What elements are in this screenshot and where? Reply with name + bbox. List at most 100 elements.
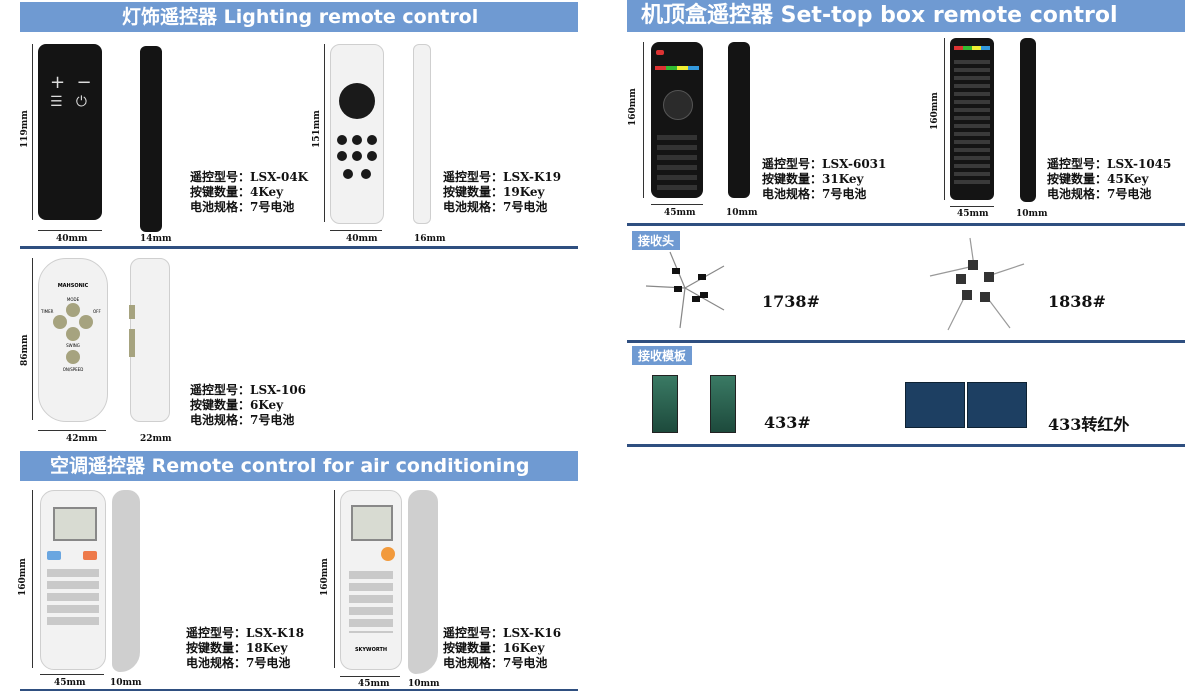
dimension-line [334, 490, 335, 668]
lsx-1045-keys: 按键数量：45Key [1047, 172, 1149, 186]
lsx-106-timer-label: TIMER [41, 309, 54, 314]
module-tag: 接收模板 [632, 346, 693, 365]
dimension-line [651, 204, 703, 205]
lsx-1045-width-label: 45mm [957, 209, 989, 219]
lsx-04k-specs: 遥控型号：LSX-04K 按键数量：4Key 电池规格：7号电池 [190, 170, 308, 215]
lsx-k16-specs: 遥控型号：LSX-K16 按键数量：16Key 电池规格：7号电池 [443, 626, 561, 671]
module-433-image [652, 375, 678, 433]
lsx-1045-depth-label: 10mm [1016, 209, 1048, 219]
lsx-k18-specs: 遥控型号：LSX-K18 按键数量：18Key 电池规格：7号电池 [186, 626, 304, 671]
lsx-04k-width-label: 40mm [56, 234, 88, 244]
lsx-1045-front-image [950, 38, 994, 200]
lsx-k19-battery: 电池规格：7号电池 [443, 200, 548, 214]
lsx-k18-width-label: 45mm [54, 678, 86, 688]
stb-section-banner: 机顶盒遥控器 Set-top box remote control [627, 0, 1185, 32]
lsx-106-swing-label: SWING [66, 343, 80, 348]
dimension-line [32, 258, 33, 420]
lsx-6031-width-label: 45mm [664, 208, 696, 218]
lsx-106-width-label: 42mm [66, 434, 98, 444]
lsx-k16-front-image: SKYWORTH [340, 490, 402, 670]
lsx-k18-front-image [40, 490, 106, 670]
lsx-1045-side-image [1020, 38, 1036, 202]
lsx-04k-model: 遥控型号：LSX-04K [190, 170, 309, 184]
module-433-ir-label: 433转红外 [1048, 415, 1130, 434]
lsx-6031-side-image [728, 42, 750, 198]
lsx-1045-height-label: 160mm [930, 92, 940, 130]
module-433-image-2 [710, 375, 736, 433]
lsx-04k-battery: 电池规格：7号电池 [190, 200, 295, 214]
lsx-04k-height-label: 119mm [20, 110, 30, 148]
lsx-106-brand: MAHSONIC [57, 283, 89, 289]
dimension-line [32, 490, 33, 668]
lsx-106-specs: 遥控型号：LSX-106 按键数量：6Key 电池规格：7号电池 [190, 383, 306, 428]
receiver-1738-label: 1738# [762, 292, 820, 311]
lsx-04k-keys: 按键数量：4Key [190, 185, 284, 199]
lsx-6031-keys: 按键数量：31Key [762, 172, 864, 186]
lsx-k19-specs: 遥控型号：LSX-K19 按键数量：19Key 电池规格：7号电池 [443, 170, 561, 215]
lsx-k16-battery: 电池规格：7号电池 [443, 656, 548, 670]
lsx-k19-keys: 按键数量：19Key [443, 185, 545, 199]
lsx-1045-specs: 遥控型号：LSX-1045 按键数量：45Key 电池规格：7号电池 [1047, 157, 1171, 202]
receiver-1838-image [929, 237, 1025, 331]
receiver-1738-image [645, 251, 725, 329]
lsx-k16-side-image [408, 490, 438, 674]
dimension-line [944, 38, 945, 200]
lsx-k16-brand: SKYWORTH [354, 647, 388, 653]
lsx-k16-width-label: 45mm [358, 679, 390, 689]
lsx-k19-front-image [330, 44, 384, 224]
lsx-k18-side-image [112, 490, 140, 672]
lsx-106-height-label: 86mm [20, 334, 30, 366]
module-433-label: 433# [764, 413, 811, 432]
lsx-k18-battery: 电池规格：7号电池 [186, 656, 291, 670]
lsx-6031-model: 遥控型号：LSX-6031 [762, 157, 887, 171]
lsx-6031-front-image [651, 42, 703, 198]
lsx-106-front-image: MAHSONIC MODE TIMER OFF SWING ON/SPEED [38, 258, 108, 422]
lsx-6031-battery: 电池规格：7号电池 [762, 187, 867, 201]
lsx-1045-model: 遥控型号：LSX-1045 [1047, 157, 1172, 171]
dimension-line [32, 44, 33, 220]
lsx-k16-height-label: 160mm [320, 558, 330, 596]
lighting-section-banner: 灯饰遥控器 Lighting remote control [20, 2, 578, 32]
lsx-k16-keys: 按键数量：16Key [443, 641, 545, 655]
ac-section-title: 空调遥控器 Remote control for air conditionin… [50, 455, 530, 477]
lsx-6031-depth-label: 10mm [726, 208, 758, 218]
section-divider [627, 444, 1185, 447]
receiver-tag: 接收头 [632, 231, 681, 250]
lsx-106-side-image [129, 258, 170, 422]
dimension-line [324, 44, 325, 222]
section-divider [627, 340, 1185, 343]
lsx-k18-keys: 按键数量：18Key [186, 641, 288, 655]
lsx-04k-front-image: + − ☰ ⏻ [38, 44, 102, 220]
lsx-106-model: 遥控型号：LSX-106 [190, 383, 307, 397]
dimension-line [950, 206, 994, 207]
lsx-106-off-label: OFF [93, 309, 101, 314]
lsx-k16-model: 遥控型号：LSX-K16 [443, 626, 562, 640]
lsx-k18-height-label: 160mm [18, 558, 28, 596]
lsx-k18-model: 遥控型号：LSX-K18 [186, 626, 305, 640]
module-433-ir-image-2 [967, 382, 1027, 428]
dimension-line [38, 230, 102, 231]
receiver-1838-label: 1838# [1048, 292, 1106, 311]
section-divider [20, 689, 578, 691]
dimension-line [40, 674, 104, 675]
lsx-106-keys: 按键数量：6Key [190, 398, 284, 412]
section-divider [627, 223, 1185, 226]
lsx-106-mode-label: MODE [66, 297, 80, 302]
lsx-k19-side-image [413, 44, 431, 224]
dimension-line [643, 42, 644, 198]
dimension-line [38, 430, 106, 431]
module-433-ir-image [905, 382, 965, 428]
dimension-line [330, 230, 382, 231]
stb-section-title: 机顶盒遥控器 Set-top box remote control [641, 3, 1118, 28]
lsx-04k-depth-label: 14mm [140, 234, 172, 244]
ac-section-banner: 空调遥控器 Remote control for air conditionin… [20, 451, 578, 481]
lsx-106-depth-label: 22mm [140, 434, 172, 444]
lsx-k16-depth-label: 10mm [408, 679, 440, 689]
lsx-k19-width-label: 40mm [346, 234, 378, 244]
section-divider [20, 246, 578, 249]
lsx-1045-battery: 电池规格：7号电池 [1047, 187, 1152, 201]
lsx-04k-side-image [140, 46, 162, 232]
lsx-k19-model: 遥控型号：LSX-K19 [443, 170, 562, 184]
lsx-k18-depth-label: 10mm [110, 678, 142, 688]
dimension-line [340, 676, 400, 677]
